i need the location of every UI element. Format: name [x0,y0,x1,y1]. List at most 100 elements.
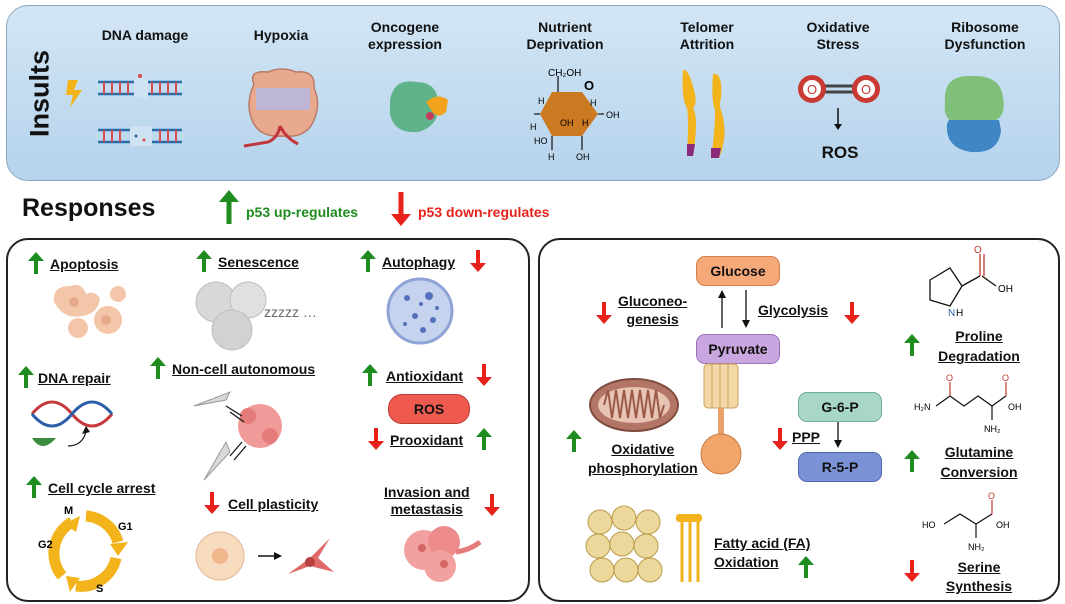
dna-repair-label: DNA repair [38,370,111,386]
gluconeogenesis-label: Gluconeo-genesis [618,293,688,327]
chem-h-5: H [548,152,555,162]
glutamine-up-arrow-icon [904,450,920,472]
serine-ho: HO [922,520,936,530]
responses-heading: Responses [22,194,156,222]
glutamine-o1: O [946,373,953,383]
serine-nh2: NH₂ [968,542,985,552]
insult-label-dna-damage: DNA damage [101,27,189,43]
right-panel [538,238,1060,602]
atp-synthase-icon [700,363,742,475]
glutamine-structure-icon: O O H₂N OH NH₂ [914,373,1022,434]
glucose-icon: CH₂OH O H H OH H OH H HO H OH [530,68,620,162]
lipid-droplets-icon [585,505,663,583]
autophagy-down-arrow-icon [470,250,486,272]
proline-n: N [948,308,955,318]
cell-signaling-icon [193,391,282,481]
prooxidant-down-arrow-icon [368,428,384,450]
apoptosis-label: Apoptosis [50,256,119,272]
legend-down-text: p53 down-regulates [418,204,550,220]
cell-cycle-arrest-label: Cell cycle arrest [48,480,156,496]
dna-repair-up-arrow-icon [18,366,34,388]
glycolysis-label: Glycolysis [758,302,829,318]
o-atom-left: O [807,82,817,97]
invasion-down-arrow-icon [484,494,500,516]
proline-structure-icon: O OH N H [929,245,1013,318]
chem-h-3: H [582,118,589,128]
glutamine-o2: O [1002,373,1009,383]
serine-oh: OH [996,520,1010,530]
legend-up-arrow-icon [219,190,239,224]
glutamine-nh2: NH₂ [984,424,1001,434]
g6p-box: G-6-P [798,392,882,422]
senescence-up-arrow-icon [196,250,212,272]
fa-oxidation-up-arrow-icon [798,556,814,578]
phase-s: S [96,583,103,594]
chromosome-icon [682,69,725,158]
pyruvate-box: Pyruvate [696,334,780,364]
apoptosis-cells-icon [53,285,126,338]
antioxidant-label: Antioxidant [386,368,463,384]
glucose-box: Glucose [696,256,780,286]
glutamine-oh: OH [1008,402,1022,412]
chem-h-4: H [530,122,537,132]
fatty-acid-icon [676,514,702,582]
ppp-arrow-icon [834,422,842,448]
proline-o: O [974,245,982,256]
ribosome-icon [944,75,1004,153]
serine-o: O [988,492,995,501]
cell-plasticity-icon [195,531,334,581]
glycolysis-arrows-icon [718,290,750,328]
non-cell-up-arrow-icon [150,357,166,379]
proline-oh: OH [998,284,1013,295]
autophagosome-icon [386,277,454,345]
non-cell-autonomous-label: Non-cell autonomous [172,361,316,377]
phase-g2: G2 [38,539,53,551]
cell-cycle-up-arrow-icon [26,476,42,498]
autophagy-label: Autophagy [382,254,456,270]
proline-up-arrow-icon [904,334,920,356]
chem-h-2: H [590,98,597,108]
zzz-text: zzzzz … [264,304,317,320]
oxygen-molecule-icon: O O [798,75,880,130]
senescent-cells-icon [195,281,267,351]
legend-up-text: p53 up-regulates [246,204,359,220]
chem-oh-3: OH [576,152,590,162]
antioxidant-down-arrow-icon [476,364,492,386]
chem-oh-2: OH [606,110,620,120]
glycolysis-down-arrow-icon [844,302,860,324]
metastasis-cells-icon [404,526,482,582]
prooxidant-up-arrow-icon [476,428,492,450]
ch2oh-text: CH₂OH [548,68,581,79]
ppp-label: PPP [792,429,821,445]
cell-cycle-icon: M G1 G2 S [38,505,133,594]
serine-structure-icon: O HO OH NH₂ [922,492,1010,552]
chem-oh-1: OH [560,118,574,128]
left-panel [6,238,530,602]
cell-plasticity-down-arrow-icon [204,492,220,514]
proline-h: H [956,308,963,318]
gluconeo-down-arrow-icon [596,302,612,324]
cell-plasticity-label: Cell plasticity [228,496,319,512]
mitochondrion-icon [589,378,679,432]
chem-h-1: H [538,96,545,106]
apoptosis-up-arrow-icon [28,252,44,274]
fa-oxidation-label: Fatty acid (FA)Oxidation [714,535,811,570]
prooxidant-label: Prooxidant [390,432,464,448]
glutamine-h2n: H₂N [914,402,931,412]
dna-helix-icon [30,400,114,447]
ros-label: ROS [821,143,859,162]
r5p-box: R-5-P [798,452,882,482]
serine-down-arrow-icon [904,560,920,582]
insults-heading: Insults [24,50,55,138]
ppp-down-arrow-icon [772,428,788,450]
phase-m: M [64,505,73,517]
legend-down-arrow-icon [391,192,411,226]
